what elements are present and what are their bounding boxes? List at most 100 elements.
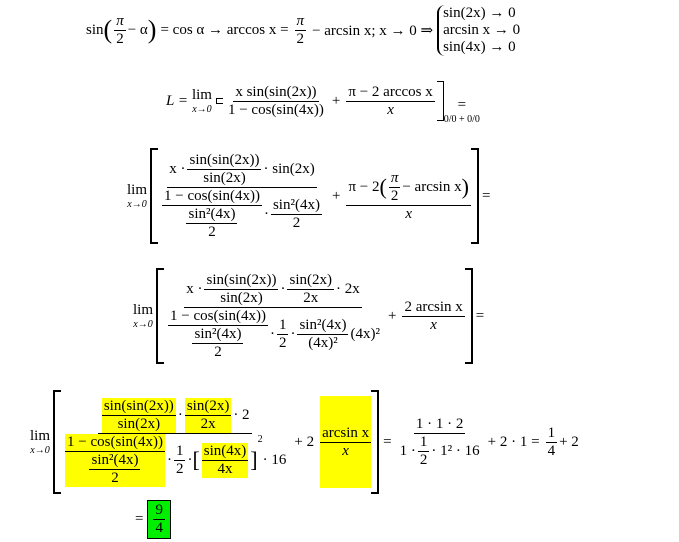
math-group: ( [379,174,387,199]
fraction: sin²(4x)2 [89,451,141,487]
math-text: sin(4x) → 0 [443,38,516,55]
math-text: sin²(4x) [186,205,238,224]
math-text: L = [166,92,188,109]
fraction: sin(sin(2x))sin(2x) [204,271,279,307]
math-text: · 1² · 16 [431,442,480,459]
math-text: − arcsin x [402,178,462,195]
math-group: ) [461,174,469,199]
fraction: sin²(4x)2 [186,205,238,241]
fraction: x · sin(sin(2x))sin(2x)· sin(2x)2x · 2x … [164,272,382,361]
math-group: [ [192,447,200,472]
math-text: 1 − cos(sin(4x)) [168,307,268,326]
math-text: 4 [155,519,163,536]
math-text: 1 [417,433,430,452]
math-text: + [331,92,341,109]
math-text: 1 · [399,442,416,459]
math-text: (4x)² [350,325,380,342]
fraction: x · sin(sin(2x))sin(2x) · sin(2x) 1 − co… [158,152,326,241]
math-text: 2 [278,334,287,351]
math-text: 2 [419,451,428,468]
math-text: 1 [276,316,289,335]
text: = cos α → arccos x = [160,21,289,38]
math-group: sin(sin(2x))sin(2x)· sin(2x)2x · 2 1 − c… [53,390,380,494]
math-text: · 2 [233,406,250,423]
math-text: 2 [292,214,301,231]
math-text: x [342,442,349,459]
fraction: x sin(sin(2x))1 − cos(sin(4x)) [226,84,326,119]
math-group: ) [147,15,157,44]
highlighted-term: sin(4x)4x [201,442,249,478]
math-text: sin(sin(2x)) [101,397,176,416]
math-text: 4x [217,460,233,477]
math-group: =0/0 + 0/0 [444,97,480,125]
text: − arcsin x; x → 0 ⇒ [312,22,434,39]
math-group: x · sin(sin(2x))sin(2x)· sin(2x)2x · 2x [184,272,362,308]
math-text: · [280,280,286,297]
math-text: 2 [111,469,119,486]
math-text: sin(4x) [201,442,249,461]
math-group: ] [250,447,258,472]
text: − α [127,21,148,38]
math-text: sin(2x) [203,169,246,186]
math-text: · [290,325,296,342]
math-text: x [405,205,413,222]
math-text: lim [191,87,212,103]
math-text: π − 2 [348,178,380,195]
math-text: 2 [296,30,305,47]
fraction: sin²(4x)(4x)² [297,317,349,352]
math-text: sin(2x) [287,271,334,290]
math-text: sin²(4x) [270,196,322,215]
math-text: · 16 [262,451,287,468]
math-text: sin(2x) → 0 [443,4,516,21]
math-text: + [331,187,341,204]
fraction: sin(sin(2x))sin(2x)· sin(2x)2x · 2 1 − c… [61,397,288,487]
math-text: x · [169,160,186,177]
math-text: 2 arcsin x [402,298,465,317]
math-text: sin(2x) [220,289,263,306]
math-group: sin(sin(2x))sin(2x)· sin(2x)2x · 2 [97,397,252,434]
math-text: · 2x [335,280,360,297]
math-text: x [387,101,394,118]
fraction: sin(sin(2x))sin(2x) [187,151,262,187]
math-text: · sin(2x) [263,160,315,177]
math-group: sin²(4x)2 [188,326,247,361]
math-text: sin²(4x) [89,451,141,470]
math-text: = [481,187,491,204]
math-text: sin(sin(2x)) [204,271,279,290]
math-text: = [383,433,392,450]
math-text: 1 − cos(sin(4x)) [65,433,165,452]
math-group [436,81,444,121]
math-text: + 2 · 1 = [487,433,540,450]
math-text: π [294,12,307,31]
math-text: lim [30,428,51,444]
math-text: sin(sin(2x)) [187,151,262,170]
math-text: + [387,307,397,324]
math-text: · [187,451,193,468]
math-text: sin(2x) [117,415,161,432]
math-text: x [430,316,437,333]
math-text: π − 2 arccos x [346,83,435,102]
fraction: sin(2x)2x [287,272,334,307]
math-text: (4x)² [308,334,338,351]
math-text: arcsin x [320,424,372,443]
math-text: 2x [200,415,216,432]
math-text: = [457,97,467,113]
math-text: π [114,12,126,31]
math-text: · [166,451,172,468]
